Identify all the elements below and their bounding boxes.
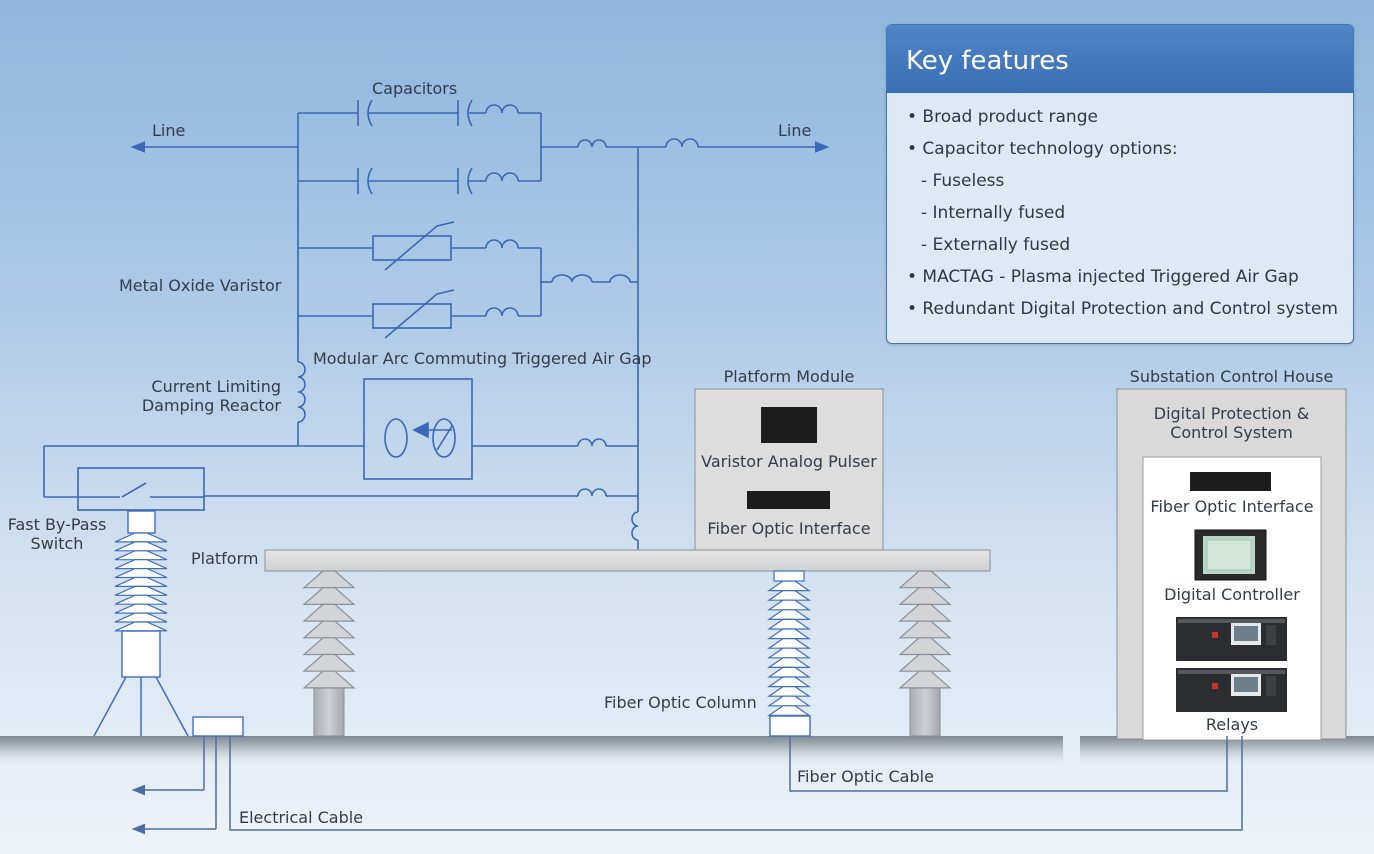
reactor-label: Current Limiting Damping Reactor (120, 377, 281, 415)
insulator-disc (114, 576, 168, 588)
key-features-title: Key features (887, 25, 1353, 93)
insulator-disc (767, 580, 811, 592)
digital-controller-unit (1194, 529, 1267, 581)
relays-label: Relays (1205, 715, 1259, 734)
fo-interface-house-bar (1190, 472, 1271, 491)
support-insulators (302, 570, 952, 737)
mactag-arrow (412, 421, 452, 439)
insulator-disc (767, 618, 811, 630)
insulator-disc (767, 705, 811, 717)
dpc-label-line1: Digital Protection & (1153, 404, 1310, 423)
varistor-pulser-screen (761, 407, 817, 443)
insulator-disc (767, 609, 811, 621)
insulator-disc (114, 567, 168, 579)
dpc-label: Digital Protection & Control System (1117, 404, 1346, 442)
insulator-disc (767, 685, 811, 697)
insulator-disc (114, 594, 168, 605)
bypass-switch-cap (127, 510, 156, 534)
insulator-disc (767, 695, 811, 707)
insulator-disc (114, 550, 168, 561)
fiber-optic-column (767, 580, 811, 717)
relay-unit-2 (1176, 668, 1287, 712)
insulator-post (909, 687, 941, 737)
reactor-label-line2: Damping Reactor (141, 396, 281, 415)
bypass-label: Fast By-Pass Switch (0, 515, 114, 553)
ground-left (0, 736, 1063, 764)
platform-module-label: Platform Module (723, 367, 855, 386)
key-feature-subitem: - Internally fused (921, 203, 1066, 223)
key-feature-item: • Capacitor technology options: (907, 139, 1178, 159)
insulator-disc (767, 657, 811, 669)
insulator-disc (302, 603, 356, 622)
key-features-panel: Key features • Broad product range • Cap… (886, 24, 1354, 344)
insulator-disc (898, 670, 952, 689)
line-left-label: Line (152, 121, 186, 140)
main-wiring (43, 99, 830, 550)
fo-interface-platform-label: Fiber Optic Interface (707, 519, 871, 538)
bypass-label-line1: Fast By-Pass (7, 515, 107, 534)
insulator-disc (114, 532, 168, 543)
insulator-disc (767, 676, 811, 688)
fo-column-cap (773, 570, 805, 582)
insulator-disc (302, 587, 356, 606)
insulator-post (313, 687, 345, 737)
insulator-disc (302, 653, 356, 672)
insulator-disc (114, 541, 168, 552)
fo-column-label: Fiber Optic Column (604, 693, 757, 712)
insulator-disc (898, 653, 952, 672)
bypass-tripod (93, 676, 189, 737)
cables (131, 736, 1243, 835)
key-feature-subitem: - Fuseless (921, 171, 1005, 191)
electrical-cable-label: Electrical Cable (239, 808, 364, 827)
relay-unit-1 (1176, 617, 1287, 661)
fo-interface-house-label: Fiber Optic Interface (1150, 497, 1314, 516)
mov-label: Metal Oxide Varistor (119, 276, 282, 295)
key-feature-item: • MACTAG - Plasma injected Triggered Air… (907, 267, 1299, 287)
insulator-disc (302, 637, 356, 656)
insulator-disc (767, 599, 811, 611)
insulator-disc (898, 587, 952, 606)
key-features-list: • Broad product range • Capacitor techno… (887, 93, 1353, 325)
insulator-disc (767, 666, 811, 678)
platform-deck (264, 549, 991, 572)
key-feature-item: • Redundant Digital Protection and Contr… (907, 299, 1338, 319)
fo-interface-platform-bar (747, 491, 830, 509)
bypass-insulator (114, 532, 168, 632)
key-feature-subitem: - Externally fused (921, 235, 1071, 255)
insulator-disc (302, 570, 356, 589)
insulator-disc (898, 620, 952, 639)
insulator-disc (302, 670, 356, 689)
bypass-switch-body (121, 630, 161, 678)
insulator-disc (767, 647, 811, 659)
digital-controller-label: Digital Controller (1164, 585, 1300, 604)
insulator-disc (767, 637, 811, 649)
insulator-disc (767, 628, 811, 640)
capacitors-label: Capacitors (372, 79, 458, 98)
fo-cable-label: Fiber Optic Cable (797, 767, 934, 786)
control-house-label: Substation Control House (1129, 367, 1334, 386)
dpc-label-line2: Control System (1170, 423, 1293, 442)
insulator-disc (302, 620, 356, 639)
insulator-disc (898, 603, 952, 622)
insulator-disc (767, 589, 811, 601)
reactor-label-line1: Current Limiting (151, 377, 281, 396)
insulator-disc (114, 603, 168, 614)
insulator-disc (114, 585, 168, 596)
cable-junction-box (192, 716, 244, 737)
insulator-disc (114, 621, 168, 632)
mactag-label: Modular Arc Commuting Triggered Air Gap (313, 349, 652, 368)
line-right-label: Line (778, 121, 812, 140)
varistor-pulser-label: Varistor Analog Pulser (701, 452, 877, 471)
bypass-label-line2: Switch (30, 534, 84, 553)
insulator-disc (114, 559, 168, 570)
platform-label: Platform (191, 549, 259, 568)
insulator-disc (114, 612, 168, 623)
insulator-disc (898, 637, 952, 656)
key-feature-item: • Broad product range (907, 107, 1098, 127)
fo-column-base (769, 715, 811, 737)
inductors (297, 104, 699, 541)
insulator-disc (898, 570, 952, 589)
